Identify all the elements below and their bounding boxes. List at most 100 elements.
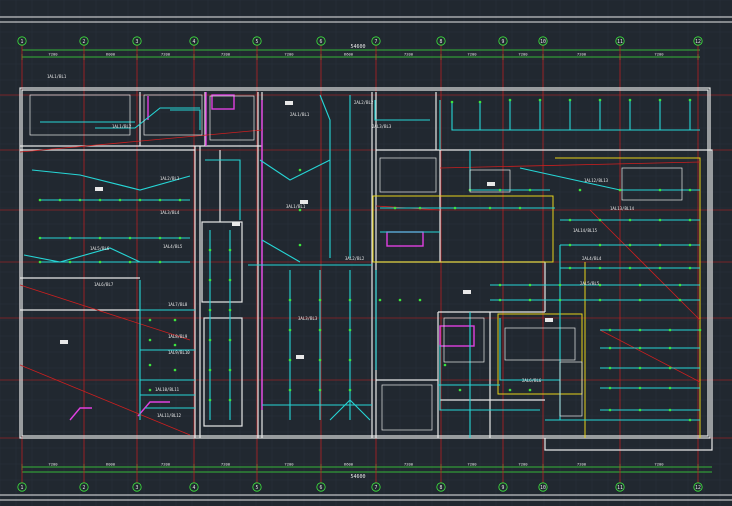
fixture-point	[668, 366, 672, 370]
fixture-point	[318, 328, 322, 332]
room-label: 3AL3/BL3	[298, 316, 318, 321]
fixture-point	[608, 366, 612, 370]
room-label: 1AL6/BL7	[94, 282, 114, 287]
room-label: 3AL1/BL1	[286, 204, 306, 209]
building-walls	[19, 87, 711, 439]
fixture-point	[418, 206, 422, 210]
fixture-point	[38, 198, 42, 202]
room-label: 1AL10/BL11	[155, 387, 180, 392]
fixture-point	[68, 260, 72, 264]
fixture-point	[568, 218, 572, 222]
fixture-point	[668, 346, 672, 350]
axis-bubble	[615, 482, 625, 492]
room-labels: 1AL1/BL21AL1/BL11AL2/BL31AL3/BL41AL4/BL5…	[47, 74, 635, 418]
fixture-point	[450, 100, 454, 104]
room-label: 1AL8/BL9	[168, 334, 188, 339]
fixture-point	[518, 206, 522, 210]
axis-label: 4	[193, 485, 196, 491]
yellow-zone-borders	[372, 157, 701, 438]
fixture-point	[98, 236, 102, 240]
room-label: 2AL4/BL4	[582, 256, 602, 261]
fixture-point	[178, 198, 182, 202]
room-label: 1AL9/BL10	[168, 350, 190, 355]
axis-bubble	[132, 482, 142, 492]
fixture-point	[628, 218, 632, 222]
fixture-point	[378, 298, 382, 302]
room-label: 1AL2/BL3	[160, 176, 180, 181]
axis-label: 4	[193, 39, 196, 45]
axis-label: 5	[256, 39, 259, 45]
axis-bubble	[436, 482, 446, 492]
room-label: 2AL1/BL1	[290, 112, 310, 117]
room-label: 2AL6/BL6	[522, 378, 542, 383]
fixture-point	[78, 198, 82, 202]
axis-label: 2	[83, 485, 86, 491]
fixture-point	[318, 298, 322, 302]
fixture-point	[618, 188, 622, 192]
fixture-point	[678, 298, 682, 302]
room-label: 1AL7/BL8	[168, 302, 188, 307]
fixture-points	[38, 98, 702, 422]
fixture-point	[148, 318, 152, 322]
fixture-point	[658, 266, 662, 270]
room-label: 1AL12/BL13	[584, 178, 609, 183]
axis-label: 8	[440, 39, 443, 45]
fixture-point	[528, 298, 532, 302]
fixture-point	[228, 308, 232, 312]
axis-label: 9	[502, 39, 505, 45]
bay-dimension: 7200	[404, 462, 414, 467]
fixture-point	[598, 298, 602, 302]
fixture-point	[288, 328, 292, 332]
fixture-point	[318, 358, 322, 362]
axis-bubble	[252, 482, 262, 492]
axis-label: 1	[21, 485, 24, 491]
fixture-point	[443, 363, 447, 367]
bay-dimension: 7200	[467, 462, 477, 467]
fixture-point	[98, 260, 102, 264]
bay-dimension: 6000	[106, 462, 116, 467]
axis-label: 9	[502, 485, 505, 491]
axis-label: 11	[617, 39, 623, 45]
fixture-point	[228, 248, 232, 252]
axis-bubble	[436, 36, 446, 46]
fixture-point	[158, 198, 162, 202]
axis-bubble	[189, 36, 199, 46]
fixture-point	[158, 260, 162, 264]
fixture-point	[128, 236, 132, 240]
axis-label: 5	[256, 485, 259, 491]
bay-dimension: 7200	[48, 462, 58, 467]
fixture-point	[228, 278, 232, 282]
axis-label: 10	[540, 485, 546, 491]
fixture-point	[608, 346, 612, 350]
fixture-point	[668, 328, 672, 332]
bay-dimension: 7200	[284, 52, 294, 57]
bay-dimension: 6600	[344, 52, 354, 57]
room-label: 2AL3/BL3	[372, 124, 392, 129]
fixture-point	[98, 198, 102, 202]
axis-bubble	[17, 36, 27, 46]
fixture-point	[38, 236, 42, 240]
fixture-point	[208, 278, 212, 282]
room-label: 1AL1/BL2	[112, 124, 132, 129]
magenta-conduits	[69, 92, 475, 421]
fixture-point	[538, 98, 542, 102]
bay-dimension: 7200	[654, 52, 664, 57]
fixture-point	[348, 388, 352, 392]
fixture-point	[138, 198, 142, 202]
fixture-point	[608, 328, 612, 332]
axis-label: 6	[320, 485, 323, 491]
fixture-point	[318, 388, 322, 392]
axis-bubble	[316, 36, 326, 46]
fixture-point	[208, 398, 212, 402]
bay-dimension: 7200	[221, 52, 231, 57]
fixture-point	[558, 283, 562, 287]
room-label: 1AL13/BL14	[610, 206, 635, 211]
fixture-point	[298, 243, 302, 247]
axis-bubble	[371, 36, 381, 46]
axis-bubble	[79, 482, 89, 492]
axis-bubble	[498, 36, 508, 46]
fixture-point	[148, 338, 152, 342]
